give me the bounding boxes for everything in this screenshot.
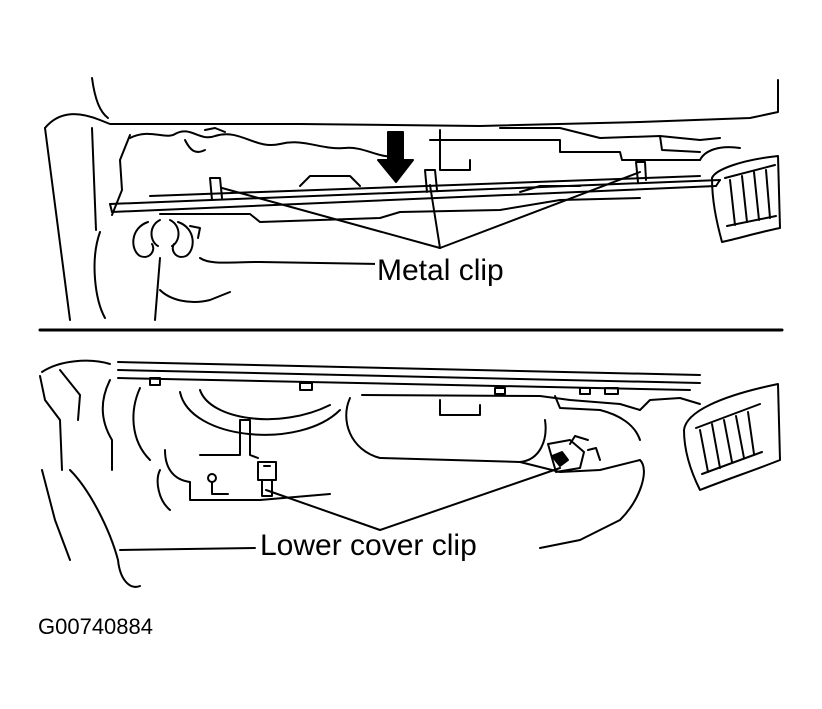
top-panel-drawing [44,77,781,321]
lower-cover-clip-label: Lower cover clip [258,529,479,562]
figure-id: G00740884 [38,614,153,639]
bottom-panel-drawing [39,359,781,588]
metal-clip-label: Metal clip [375,254,506,287]
